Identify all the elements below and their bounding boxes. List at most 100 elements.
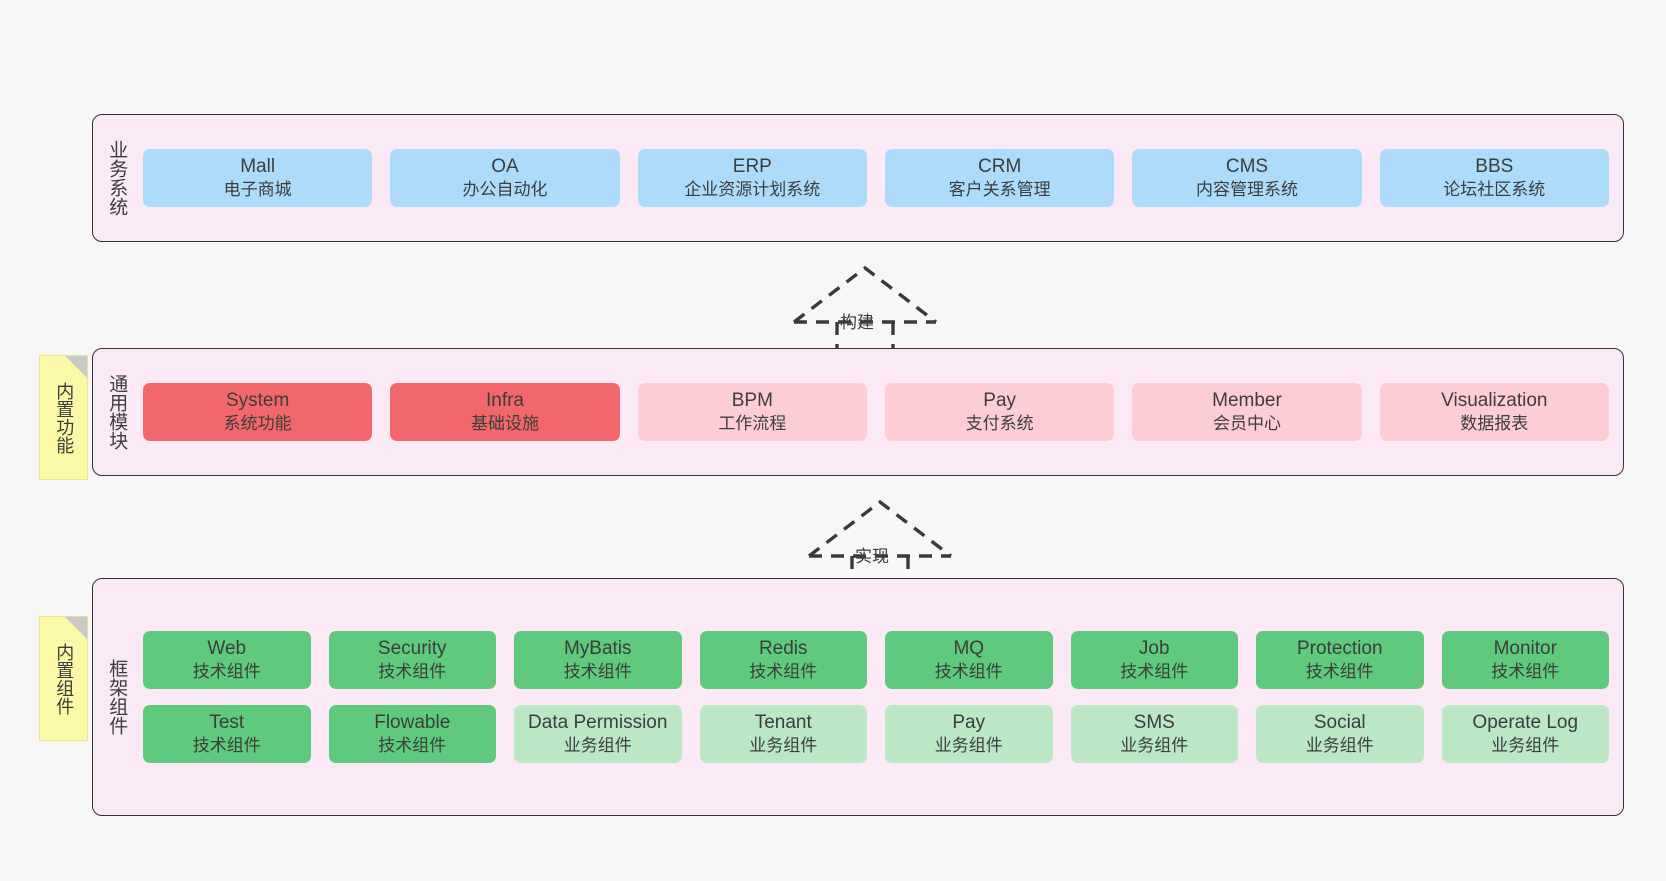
- card-bpm[interactable]: BPM 工作流程: [637, 382, 867, 442]
- card-title: Pay: [983, 389, 1017, 411]
- card-redis[interactable]: Redis 技术组件: [699, 630, 867, 689]
- layer-body-framework-component: Web 技术组件 Security 技术组件 MyBatis 技术组件 Redi…: [139, 579, 1623, 815]
- card-title: Job: [1138, 637, 1170, 659]
- connector-implement-label: 实现: [855, 547, 889, 566]
- card-title: Test: [209, 712, 245, 733]
- card-member[interactable]: Member 会员中心: [1132, 382, 1362, 442]
- card-system[interactable]: System 系统功能: [143, 382, 373, 442]
- card-security[interactable]: Security 技术组件: [328, 630, 496, 689]
- connector-implement: 实现: [805, 496, 955, 584]
- build-arrow-glyph: [792, 265, 938, 350]
- card-subtitle: 业务组件: [1305, 736, 1374, 756]
- card-title: MQ: [953, 637, 985, 659]
- card-subtitle: 工作流程: [718, 414, 787, 434]
- note-fold-corner-icon: [65, 617, 87, 639]
- card-row: Test 技术组件 Flowable 技术组件 Data Permission …: [143, 705, 1609, 764]
- card-title: SMS: [1133, 712, 1175, 733]
- card-title: Security: [377, 637, 447, 659]
- card-row: System 系统功能 Infra 基础设施 BPM 工作流程 Pay 支付系统…: [143, 382, 1609, 442]
- card-subtitle: 系统功能: [223, 414, 292, 434]
- card-subtitle: 技术组件: [1491, 662, 1560, 682]
- card-subtitle: 支付系统: [965, 414, 1034, 434]
- card-subtitle: 会员中心: [1212, 414, 1281, 434]
- note-builtin-components: 内置组件: [39, 616, 88, 741]
- card-job[interactable]: Job 技术组件: [1070, 630, 1238, 689]
- layer-title-common-module: 通用模块: [106, 374, 128, 450]
- note-builtin-features: 内置功能: [39, 355, 88, 480]
- card-infra[interactable]: Infra 基础设施: [390, 382, 620, 442]
- card-subtitle: 数据报表: [1460, 414, 1529, 434]
- card-title: CMS: [1225, 155, 1269, 177]
- card-title: Operate Log: [1472, 712, 1579, 733]
- layer-title-business-system: 业务系统: [106, 140, 128, 216]
- connector-build: 构建: [790, 262, 940, 350]
- card-title: OA: [491, 155, 519, 177]
- card-social[interactable]: Social 业务组件: [1256, 705, 1424, 764]
- card-pay[interactable]: Pay 支付系统: [884, 382, 1115, 442]
- card-title: BBS: [1475, 155, 1514, 177]
- card-subtitle: 论坛社区系统: [1443, 180, 1546, 200]
- card-tenant[interactable]: Tenant 业务组件: [699, 705, 867, 764]
- card-subtitle: 业务组件: [1491, 736, 1560, 756]
- card-oa[interactable]: OA 办公自动化: [390, 148, 620, 208]
- card-subtitle: 技术组件: [1305, 662, 1374, 682]
- card-row: Web 技术组件 Security 技术组件 MyBatis 技术组件 Redi…: [143, 630, 1609, 689]
- card-web[interactable]: Web 技术组件: [143, 630, 311, 689]
- card-subtitle: 技术组件: [192, 662, 261, 682]
- card-bbs[interactable]: BBS 论坛社区系统: [1379, 148, 1609, 208]
- card-subtitle: 电子商城: [223, 180, 292, 200]
- card-title: Member: [1212, 389, 1282, 411]
- card-flowable[interactable]: Flowable 技术组件: [328, 705, 496, 764]
- card-subtitle: 技术组件: [378, 662, 447, 682]
- card-title: Mall: [240, 155, 276, 177]
- card-title: Flowable: [374, 712, 451, 733]
- card-subtitle: 业务组件: [934, 736, 1003, 756]
- card-subtitle: 业务组件: [563, 736, 632, 756]
- layer-common-module: 通用模块 System 系统功能 Infra 基础设施 BPM 工作流程 Pay…: [92, 348, 1624, 476]
- card-title: Pay: [952, 712, 986, 733]
- connector-build-label: 构建: [840, 313, 874, 332]
- card-monitor[interactable]: Monitor 技术组件: [1441, 630, 1609, 689]
- card-mybatis[interactable]: MyBatis 技术组件: [514, 630, 682, 689]
- card-mall[interactable]: Mall 电子商城: [143, 148, 373, 208]
- card-subtitle: 基础设施: [470, 414, 539, 434]
- layer-body-common-module: System 系统功能 Infra 基础设施 BPM 工作流程 Pay 支付系统…: [139, 349, 1623, 475]
- card-sms[interactable]: SMS 业务组件: [1070, 705, 1238, 764]
- implement-arrow-glyph: [807, 499, 953, 584]
- card-subtitle: 技术组件: [1120, 662, 1189, 682]
- card-title: MyBatis: [563, 637, 632, 659]
- card-subtitle: 技术组件: [934, 662, 1003, 682]
- card-title: Social: [1313, 712, 1366, 733]
- card-title: ERP: [732, 155, 772, 177]
- card-title: CRM: [978, 155, 1022, 177]
- layer-title-framework-component: 框架组件: [106, 659, 128, 735]
- card-subtitle: 内容管理系统: [1195, 180, 1298, 200]
- card-title: System: [225, 389, 290, 411]
- card-crm[interactable]: CRM 客户关系管理: [884, 148, 1115, 208]
- card-row: Mall 电子商城 OA 办公自动化 ERP 企业资源计划系统 CRM 客户关系…: [143, 148, 1609, 208]
- card-title: Redis: [758, 637, 808, 659]
- card-mq[interactable]: MQ 技术组件: [885, 630, 1053, 689]
- card-subtitle: 客户关系管理: [948, 180, 1051, 200]
- card-title: Monitor: [1493, 637, 1557, 659]
- card-subtitle: 技术组件: [749, 662, 818, 682]
- card-title: BPM: [731, 389, 773, 411]
- card-title: Data Permission: [528, 712, 668, 733]
- card-subtitle: 业务组件: [749, 736, 818, 756]
- card-data-permission[interactable]: Data Permission 业务组件: [514, 705, 682, 764]
- card-subtitle: 业务组件: [1120, 736, 1189, 756]
- card-test[interactable]: Test 技术组件: [143, 705, 311, 764]
- note-fold-corner-icon: [65, 356, 87, 378]
- card-pay-business[interactable]: Pay 业务组件: [885, 705, 1053, 764]
- card-title: Tenant: [754, 712, 812, 733]
- card-erp[interactable]: ERP 企业资源计划系统: [637, 148, 867, 208]
- card-visualization[interactable]: Visualization 数据报表: [1379, 382, 1609, 442]
- card-title: Protection: [1296, 637, 1383, 659]
- card-protection[interactable]: Protection 技术组件: [1256, 630, 1424, 689]
- card-title: Visualization: [1441, 389, 1548, 411]
- card-operate-log[interactable]: Operate Log 业务组件: [1441, 705, 1609, 764]
- card-cms[interactable]: CMS 内容管理系统: [1132, 148, 1362, 208]
- layer-body-business-system: Mall 电子商城 OA 办公自动化 ERP 企业资源计划系统 CRM 客户关系…: [139, 115, 1623, 241]
- card-title: Infra: [485, 389, 524, 411]
